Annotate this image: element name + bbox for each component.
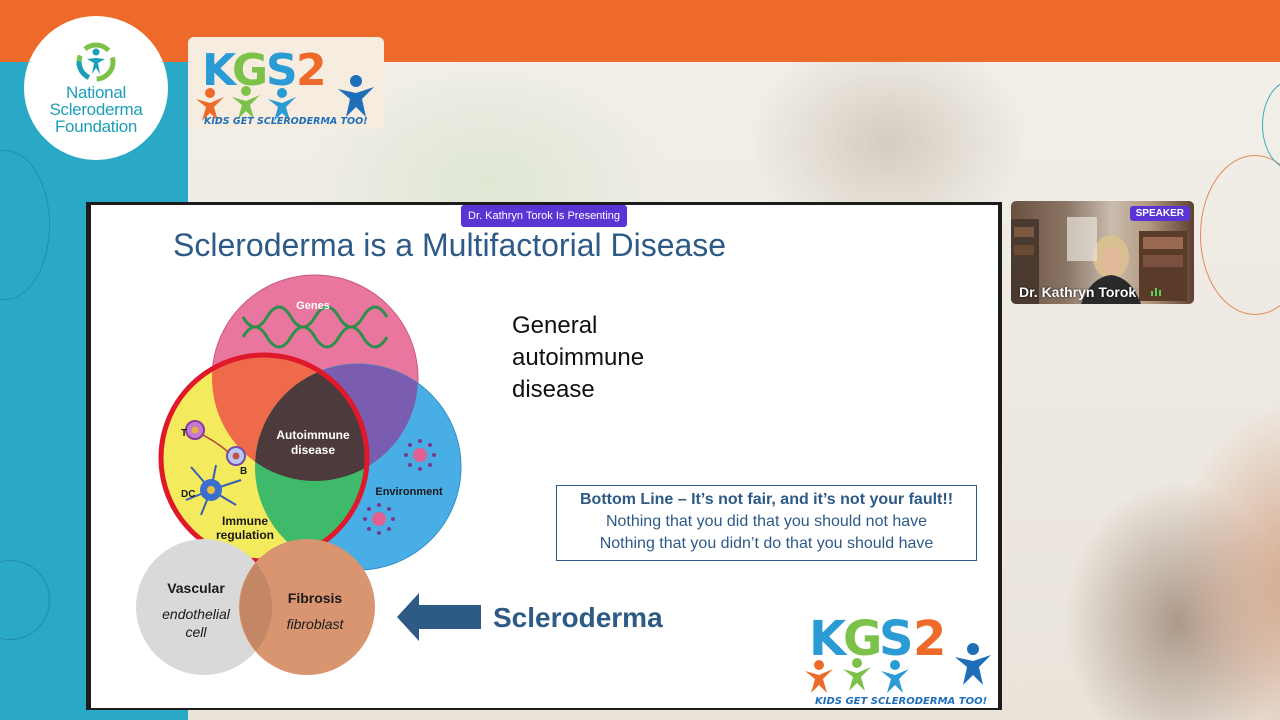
general-autoimmune-text: General autoimmune disease <box>512 310 644 406</box>
nsf-name-line: Foundation <box>54 116 138 136</box>
dna-helix-icon <box>241 305 389 349</box>
svg-text:G: G <box>232 45 265 96</box>
slide-title: Scleroderma is a Multifactorial Disease <box>173 227 727 263</box>
vascular-sub: cell <box>185 624 207 640</box>
general-line: General <box>512 312 598 339</box>
presenting-banner: Dr. Kathryn Torok Is Presenting <box>461 205 628 227</box>
bottom-line-text: Nothing that you did that you should not… <box>605 513 928 530</box>
fibrosis-label: Fibrosis <box>288 590 343 606</box>
speaker-name: Dr. Kathryn Torok <box>1019 284 1137 300</box>
nsf-logo: National Scleroderma Foundation <box>24 16 168 160</box>
vascular-sub: endothelial <box>162 606 231 622</box>
genes-label: Genes <box>296 300 330 312</box>
fibrosis-circle <box>239 539 375 675</box>
kgs2-logo-top: K G S 2 KIDS GET SCLERODERMA TOO! <box>188 37 384 129</box>
speaker-video-frame <box>1011 217 1187 304</box>
scleroderma-label: Scleroderma <box>493 602 663 633</box>
nsf-figure-icon <box>76 42 116 81</box>
nsf-name-line: Scleroderma <box>49 99 143 119</box>
kgs2-logo-slide: K G S 2 KIDS GET SCLERODERMA TOO! <box>805 611 991 707</box>
bottom-line-text: Nothing that you didn’t do that you shou… <box>599 535 934 552</box>
speaker-video-tile[interactable]: SPEAKER Dr. Kathryn Torok <box>1011 201 1194 304</box>
b-cell-label: B <box>240 466 247 477</box>
svg-text:2: 2 <box>913 611 943 667</box>
autoimmune-center <box>255 364 367 481</box>
svg-text:G: G <box>843 611 879 667</box>
t-cell-icon <box>185 420 205 440</box>
arrow-icon <box>202 434 230 454</box>
speaker-badge: SPEAKER <box>1129 206 1190 221</box>
general-line: autoimmune <box>512 344 645 371</box>
audio-level-icon <box>1151 288 1161 296</box>
venn-diagram: Genes Autoimmune disease Environment Imm… <box>136 274 481 675</box>
fibrosis-sub: fibroblast <box>287 616 345 632</box>
svg-text:S: S <box>879 611 911 667</box>
immune-label: regulation <box>216 528 274 542</box>
bottom-line-box: Bottom Line – It’s not fair, and it’s no… <box>556 485 977 561</box>
virus-icon <box>363 503 395 535</box>
presentation-slide: Scleroderma is a Multifactorial Disease <box>86 202 1002 710</box>
autoimmune-label: Autoimmune <box>276 428 350 442</box>
nsf-name-line: National <box>66 82 126 102</box>
vascular-label: Vascular <box>167 580 225 596</box>
dc-label: DC <box>181 489 195 500</box>
general-line: disease <box>512 376 595 403</box>
vascular-circle <box>136 539 272 675</box>
kgs2-tagline: KIDS GET SCLERODERMA TOO! <box>815 696 987 707</box>
virus-icon <box>404 439 436 471</box>
kgs2-tagline: KIDS GET SCLERODERMA TOO! <box>204 116 368 127</box>
t-cell-label: T <box>181 428 187 439</box>
autoimmune-label: disease <box>291 443 335 457</box>
bottom-line-heading: Bottom Line – It’s not fair, and it’s no… <box>579 491 954 508</box>
environment-label: Environment <box>375 486 443 498</box>
svg-text:S: S <box>266 45 295 96</box>
kgs2-figures-icon: K G S 2 <box>196 45 374 121</box>
vascular-fibrosis-overlap <box>239 563 273 651</box>
dendritic-cell-icon <box>185 464 242 516</box>
svg-text:2: 2 <box>296 45 324 96</box>
immune-label: Immune <box>222 514 268 528</box>
left-arrow-icon <box>397 593 481 641</box>
b-cell-icon <box>226 446 246 466</box>
